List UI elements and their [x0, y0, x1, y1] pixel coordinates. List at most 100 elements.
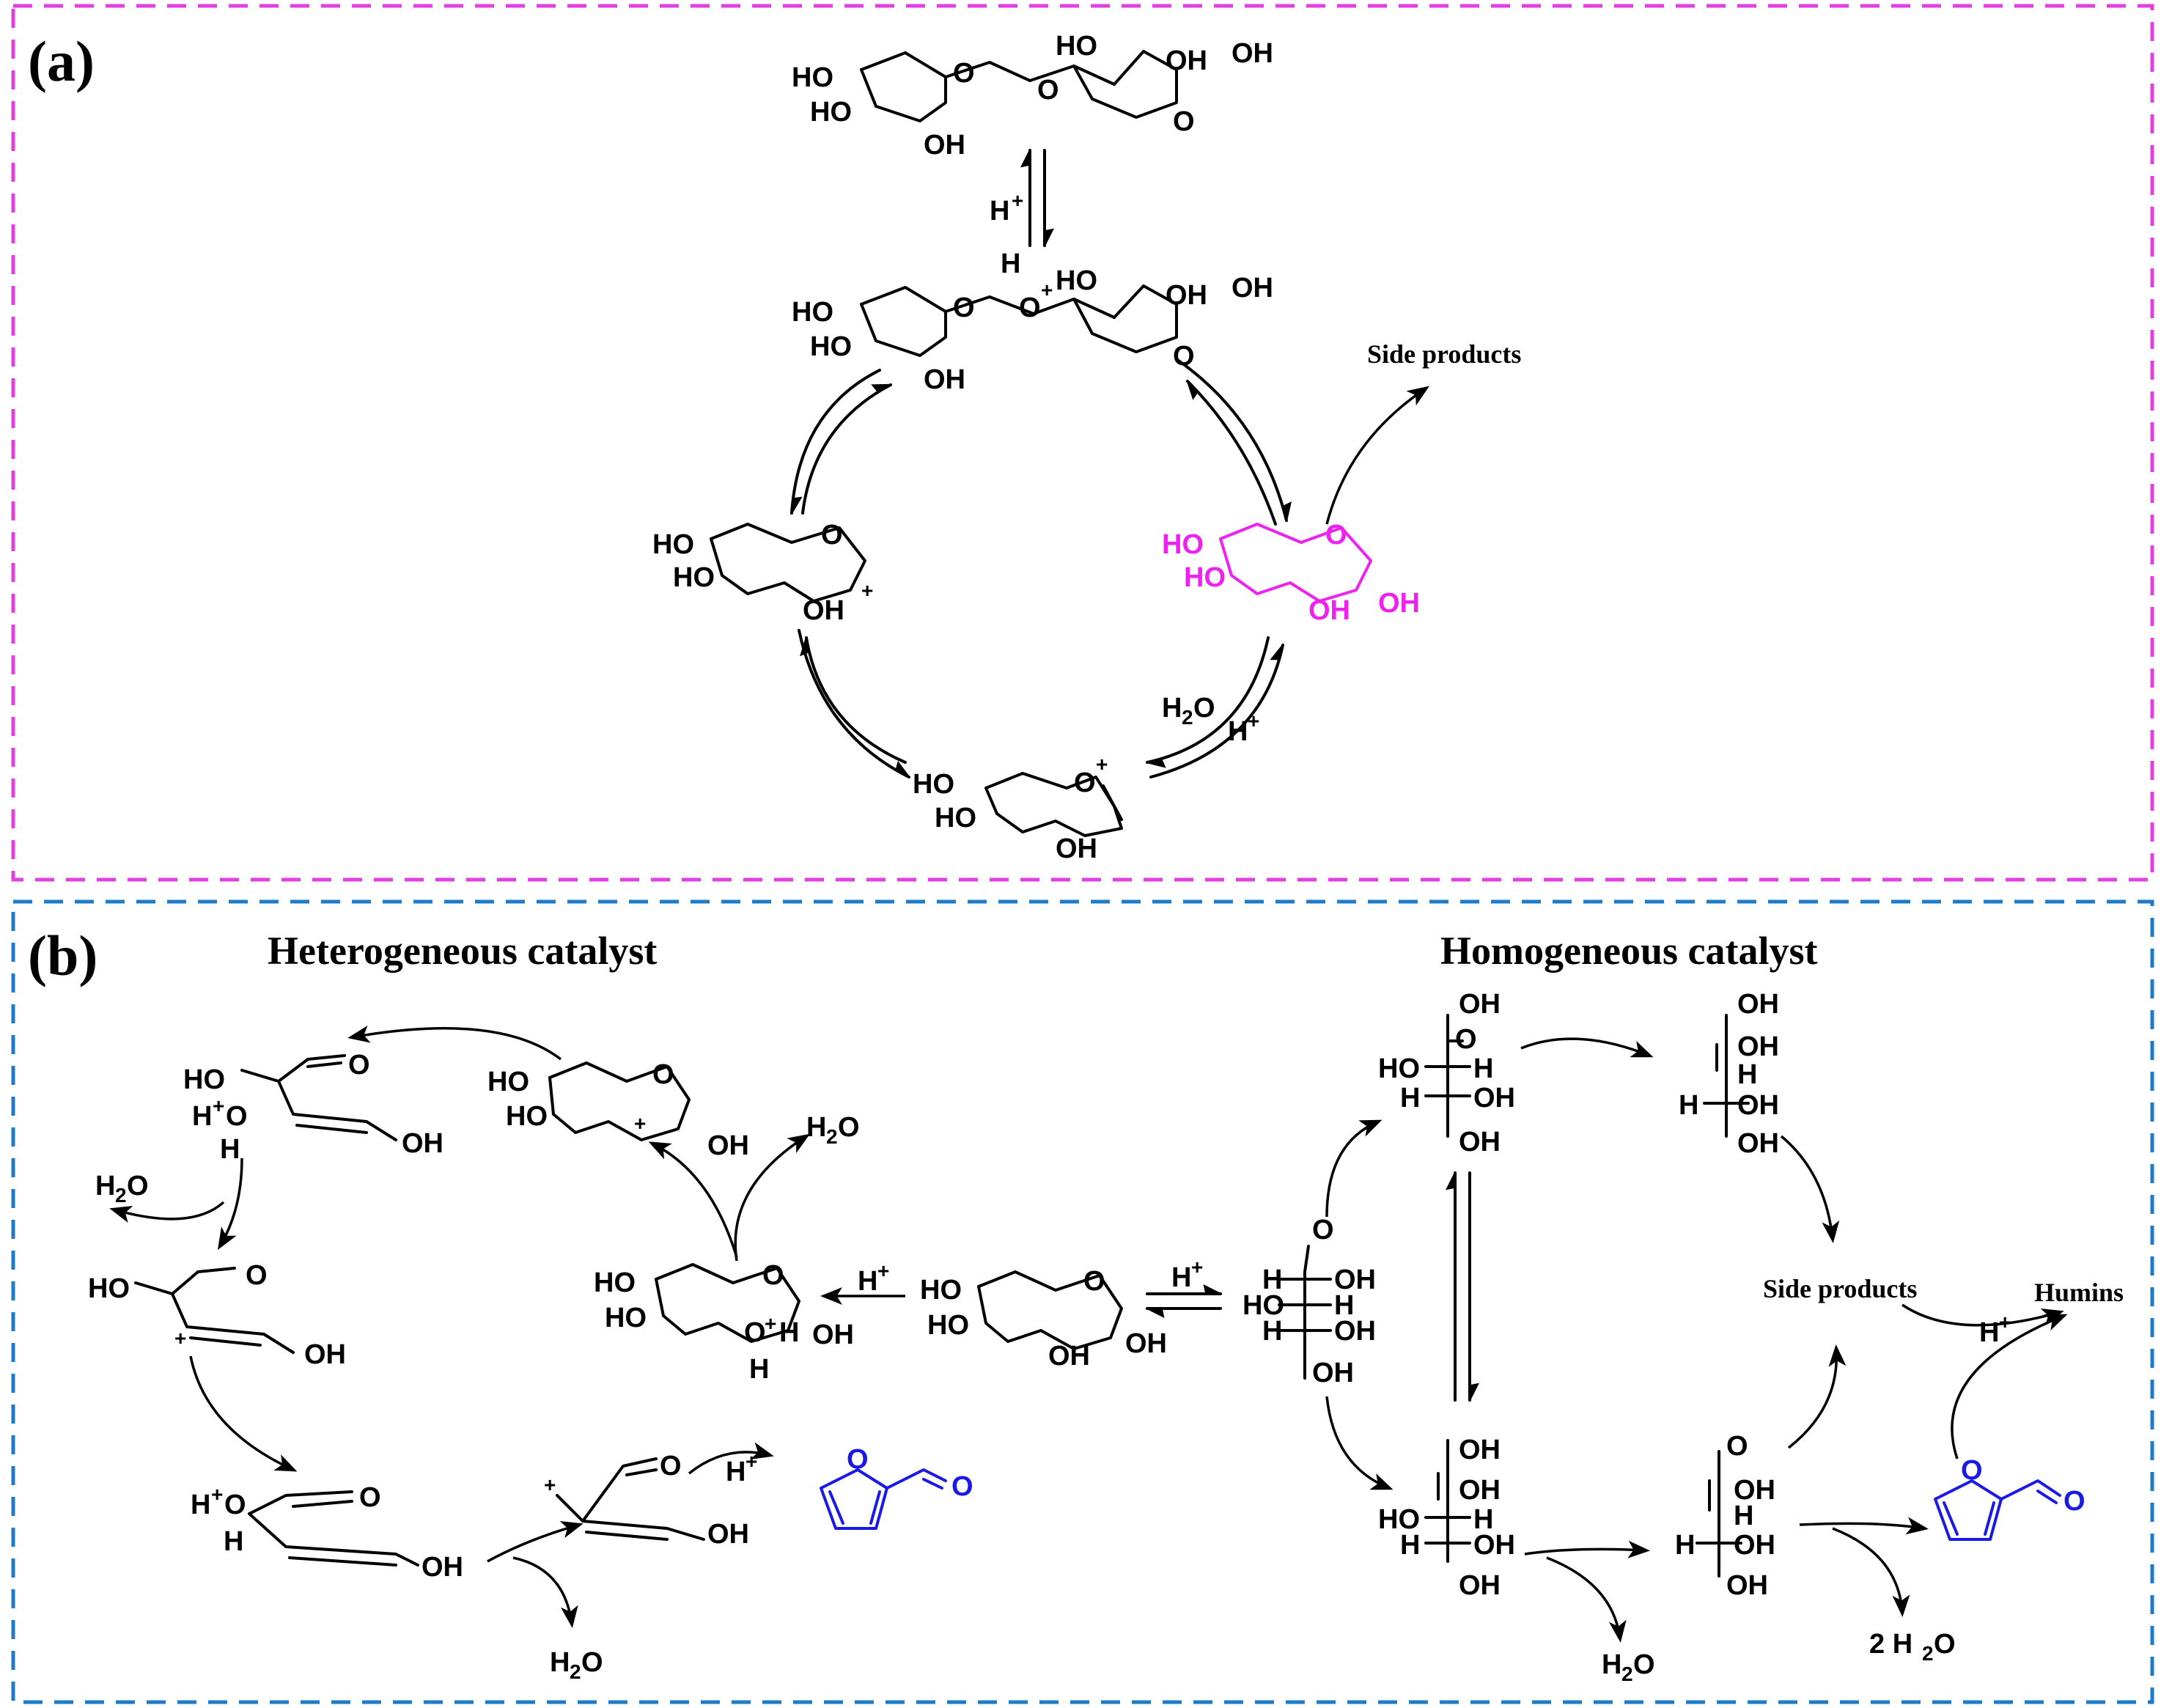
arrow-xylulose-enolization — [1520, 1037, 1654, 1058]
svg-text:OH: OH — [707, 1130, 749, 1161]
svg-text:+: + — [1012, 189, 1023, 212]
svg-text:OH: OH — [1166, 280, 1207, 311]
xylulose: OH O HO H H OH OH — [1378, 989, 1515, 1157]
svg-text:O: O — [246, 1260, 268, 1291]
svg-text:HO: HO — [1378, 1053, 1420, 1084]
svg-text:HO: HO — [810, 97, 852, 128]
svg-text:HO: HO — [652, 529, 694, 560]
svg-text:O: O — [1726, 1431, 1748, 1462]
svg-text:OH: OH — [304, 1339, 346, 1370]
arrow-furfural-to-humins — [1951, 1314, 2068, 1459]
svg-text:HO: HO — [792, 62, 833, 93]
svg-text:O: O — [1037, 75, 1059, 106]
svg-text:2: 2 — [826, 1125, 838, 1148]
arrow-rearrangement — [189, 1355, 298, 1472]
svg-text:O: O — [762, 1260, 784, 1291]
arrow-to-side-products-a — [1325, 386, 1429, 525]
svg-text:H: H — [1979, 1317, 1999, 1348]
svg-text:H: H — [1262, 1316, 1282, 1347]
svg-text:OH: OH — [924, 364, 965, 395]
svg-text:O: O — [348, 1050, 370, 1081]
arrow-ring-open — [347, 1026, 562, 1061]
svg-text:H: H — [990, 196, 1009, 227]
arrow-to-enediol — [1325, 1396, 1394, 1490]
heading-homogeneous: Homogeneous catalyst — [1440, 929, 1817, 973]
arrow-protonation-b: H + — [820, 1259, 905, 1305]
svg-text:OH: OH — [1473, 1083, 1515, 1113]
svg-text:O: O — [1961, 1455, 1983, 1486]
carbocation-intermediate: HO O + OH — [88, 1260, 346, 1370]
svg-text:OH: OH — [812, 1319, 854, 1350]
enediol: OH OH HO H H OH OH — [1378, 1435, 1515, 1601]
svg-text:OH: OH — [1459, 989, 1501, 1020]
svg-text:OH: OH — [1334, 1265, 1376, 1295]
svg-text:OH: OH — [1125, 1328, 1167, 1359]
svg-text:+: + — [877, 1259, 889, 1282]
svg-text:2: 2 — [1621, 1663, 1633, 1685]
equilibrium-arrows-top: H + — [990, 148, 1054, 248]
unsaturated-cation: + O OH — [544, 1451, 749, 1550]
svg-text:OH: OH — [1459, 1475, 1501, 1506]
svg-text:HO: HO — [88, 1273, 130, 1304]
svg-text:OH: OH — [1232, 273, 1273, 303]
xylose-product: HO HO OH O OH — [1162, 520, 1420, 626]
svg-text:+: + — [211, 1483, 223, 1506]
svg-text:+: + — [544, 1473, 556, 1496]
svg-text:OH: OH — [803, 595, 844, 626]
svg-text:+: + — [1096, 753, 1108, 776]
svg-text:OH: OH — [1737, 1090, 1779, 1121]
svg-text:HO: HO — [935, 803, 976, 833]
svg-text:HO: HO — [1378, 1504, 1420, 1535]
svg-text:HO: HO — [1056, 31, 1097, 62]
enol-diol: H + O H O OH — [191, 1482, 463, 1583]
svg-text:OH: OH — [1048, 1341, 1090, 1372]
arrow-to-furfural-het — [688, 1442, 774, 1475]
svg-text:O: O — [1312, 1215, 1334, 1245]
arrow-intermediate-to-side-products — [1787, 1344, 1847, 1449]
svg-text:O: O — [581, 1647, 603, 1678]
svg-text:+: + — [1191, 1256, 1203, 1278]
equilibrium-vertical-b — [1446, 1171, 1479, 1402]
svg-text:HO: HO — [605, 1303, 647, 1333]
svg-text:H: H — [1679, 1090, 1698, 1121]
svg-text:H: H — [1162, 693, 1182, 724]
arrow-enediol-dehydration — [1524, 1540, 1650, 1558]
svg-text:HO: HO — [183, 1064, 225, 1095]
arrow-to-furfural-hom — [1799, 1517, 1929, 1535]
arrow-water-loss-2 — [109, 1201, 225, 1223]
svg-text:H: H — [1001, 249, 1020, 279]
enol-protonated: HO O H + O H OH — [183, 1050, 443, 1165]
svg-text:H: H — [1675, 1530, 1695, 1561]
svg-text:H: H — [1602, 1649, 1621, 1680]
oxocarbenium-b: HO HO O + OH — [487, 1059, 749, 1161]
svg-text:O: O — [1193, 693, 1215, 724]
furfural-homogeneous: O O — [1934, 1455, 2085, 1541]
arrow-water-loss-hom-2 — [1832, 1527, 1910, 1617]
svg-text:HO: HO — [792, 297, 833, 328]
svg-text:H: H — [1737, 1059, 1757, 1090]
svg-text:O: O — [2064, 1486, 2085, 1517]
equilibrium-open-chain: H + — [1145, 1256, 1223, 1318]
svg-text:O: O — [359, 1482, 381, 1513]
svg-text:+: + — [746, 1450, 757, 1473]
svg-text:H: H — [220, 1134, 240, 1165]
svg-text:H: H — [1400, 1530, 1420, 1561]
svg-text:OH: OH — [1334, 1316, 1376, 1347]
svg-text:O: O — [838, 1112, 860, 1143]
side-products-label-a: Side products — [1367, 339, 1521, 369]
svg-text:OH: OH — [1459, 1435, 1501, 1465]
svg-text:OH: OH — [1726, 1570, 1768, 1601]
svg-text:OH: OH — [402, 1128, 443, 1159]
svg-text:HO: HO — [594, 1267, 636, 1298]
svg-text:O: O — [1083, 1266, 1105, 1297]
enediol-top-right: OH OH H H OH OH — [1679, 989, 1779, 1159]
svg-text:OH: OH — [1734, 1530, 1775, 1561]
svg-text:OH: OH — [1737, 989, 1779, 1020]
svg-text:H: H — [1171, 1262, 1191, 1293]
arrow-side-products-to-humins — [1902, 1303, 2064, 1327]
svg-text:H: H — [95, 1171, 115, 1201]
svg-text:O: O — [1019, 292, 1041, 323]
panel-b-border — [11, 899, 2154, 1704]
panel-a-label: (a) — [28, 29, 95, 93]
arrow-water-loss-3 — [512, 1556, 578, 1628]
